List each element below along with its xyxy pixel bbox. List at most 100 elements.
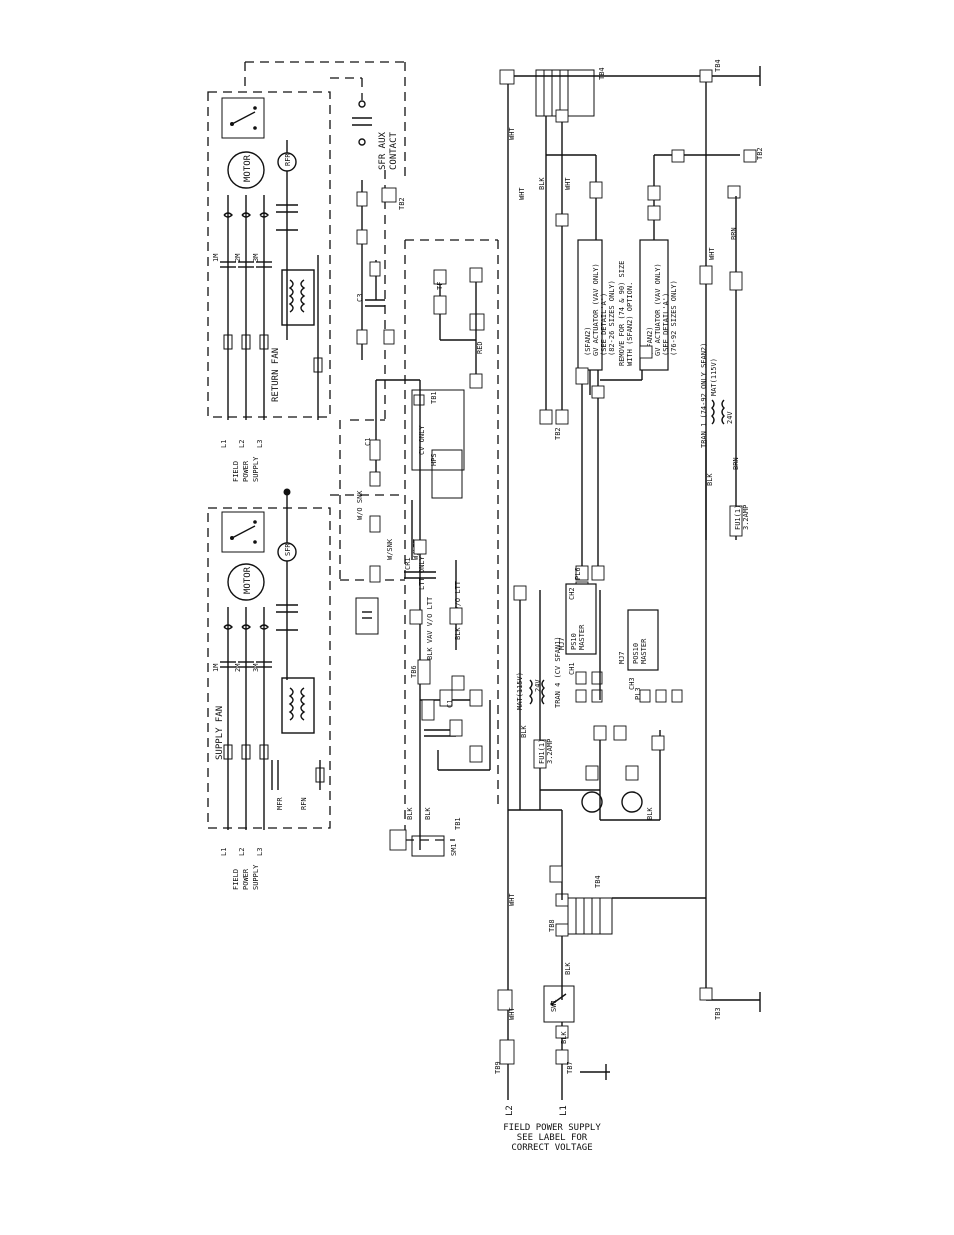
return-overload-icon — [223, 212, 269, 218]
rfr-label: RFR — [284, 153, 292, 166]
supply-l3-label: L3 — [256, 848, 264, 856]
supply-fan-section: MOTOR 1M 2M 3M SFR MFR RFN SUPPLY FAN L1… — [207, 488, 331, 890]
fu2-label: FU1(1) — [538, 739, 546, 764]
sm1-label: SM1 — [450, 843, 458, 856]
sw1-label: SW1 — [550, 999, 558, 1012]
master-label-2: MASTER — [640, 638, 648, 664]
right-control-section: TB4 TB3 TB4 WHT WHT BLK WHT TB2 (SFAN2) … — [494, 59, 764, 1116]
ground-l2-label: L2 — [505, 1105, 515, 1116]
tf-label: TF — [436, 282, 444, 290]
tran1-pri-label: MAT(115V) — [710, 358, 718, 396]
pl6-label: PL6 — [574, 567, 582, 580]
tb4-block-label: TB4 — [598, 67, 606, 80]
actuator-bottom-title: (SFAN2) — [646, 326, 654, 356]
hps-label: HPS — [430, 453, 438, 466]
return-l1-label: L1 — [220, 440, 228, 448]
fu2-rating: 3.2AMP — [546, 739, 554, 764]
sfr-contact-label: CONTACT — [389, 131, 399, 170]
tran1-blk-label: BLK — [706, 473, 714, 486]
tb8-label: TB8 — [548, 919, 556, 932]
blk-label-l1: BLK — [560, 1031, 568, 1044]
wht-label-l2: WHT — [508, 1007, 516, 1020]
tb4-label-top: TB4 — [714, 59, 722, 72]
contactor-3m-label: 3M — [252, 254, 260, 262]
tb4-block — [535, 69, 595, 117]
footer-line2: SEE LABEL FOR — [517, 1133, 588, 1143]
return-l3-label: L3 — [256, 440, 264, 448]
actuator-bottom-line1: GV ACTUATOR (VAV ONLY) — [654, 263, 662, 356]
mj7a-label: MJ7 — [558, 637, 566, 650]
ltt-only-label: LTT ONLY — [418, 555, 426, 590]
tb9-label: TB9 — [494, 1061, 502, 1074]
indicator-blk-label: BLK — [646, 807, 654, 820]
ch2-label: CH2 — [568, 587, 576, 600]
tb1-lower-block — [411, 835, 445, 857]
cr1-label: CR1 — [404, 557, 412, 570]
return-fan-switch-box — [221, 97, 265, 139]
return-field-label: FIELD — [232, 461, 240, 482]
cv-only-label: CV ONLY — [418, 425, 426, 455]
wht-label-upper: WHT — [564, 177, 572, 190]
supply-l1-label: L1 — [220, 848, 228, 856]
supply-3m-label: 3M — [252, 664, 260, 672]
actuator-bottom-line3: (76-92 SIZES ONLY) — [670, 280, 678, 356]
ch1-label: CH1 — [568, 662, 576, 675]
tb1-lower-label: TB1 — [454, 817, 462, 830]
supply-supply-label: SUPPLY — [252, 864, 260, 890]
actuator-bottom-line2: (SEE DETAIL'A') — [662, 293, 670, 356]
tran4-blk-label: BLK — [520, 725, 528, 738]
wht-label-2: WHT — [518, 187, 526, 200]
tb4-lower-label: TB4 — [594, 875, 602, 888]
rfn-label: RFN — [300, 797, 308, 810]
pos10-label: POS10 — [632, 643, 640, 664]
supply-motor-label: MOTOR — [243, 566, 253, 594]
contactor-2m-label: 2M — [234, 254, 242, 262]
fuse-tran1 — [729, 505, 743, 537]
tb2-mid-label: TB2 — [554, 427, 562, 440]
tran1-brn-label: BRN — [732, 457, 740, 470]
supply-fan-motor-icon — [227, 563, 265, 601]
tb6-label: TB6 — [410, 665, 418, 678]
blk-label-lower: BLK — [406, 807, 414, 820]
c3-label: C3 — [356, 294, 364, 302]
c1-lower-label: C1 — [446, 700, 454, 708]
sfr-label: SFR — [284, 543, 292, 556]
fuse-tran4 — [533, 739, 547, 769]
fu1-rating: 3.2AMP — [742, 505, 750, 530]
indicator-24v-a-icon — [581, 791, 603, 813]
wht-label-1: WHT — [508, 127, 516, 140]
tb2-terminal — [499, 69, 515, 85]
footer-line3: CORRECT VOLTAGE — [511, 1143, 592, 1153]
mfr-label: MFR — [276, 797, 284, 810]
tb2-top-label: TB2 — [398, 197, 406, 210]
tb3-label-bottom: TB3 — [714, 1007, 722, 1020]
supply-2m-label: 2M — [234, 664, 242, 672]
supply-fan-title: SUPPLY FAN — [215, 706, 225, 760]
indicator-24v-b-icon — [621, 791, 643, 813]
supply-fan-switch-box — [221, 511, 265, 553]
ps10-label: PS10 — [570, 633, 578, 650]
blk-vav-label: BLK VAV V/O LTT — [426, 596, 434, 660]
tran4-pri-label: MAT(115V) — [516, 672, 524, 710]
supply-transformer-icon — [281, 677, 315, 734]
hps-box — [431, 449, 463, 499]
wht-label-right: WHT — [708, 247, 716, 260]
tran4-label: TRAN 4 (CV SFAN1) — [554, 636, 562, 708]
return-fan-section: MOTOR 1M 2M 3M RFR RETURN FAN L1 L2 — [207, 91, 331, 482]
blk-label-sw: BLK — [564, 962, 572, 975]
supply-overload-icon — [223, 624, 269, 630]
wo-snk-label: W/O SNK — [356, 490, 364, 520]
contactor-1m-label: 1M — [212, 254, 220, 262]
blk-label-lower-2: BLK — [424, 807, 432, 820]
wht-label-mid: WHT — [508, 893, 516, 906]
sfr-aux-contact: SFR AUX CONTACT — [244, 61, 406, 180]
actuator-top-note1: REMOVE FOR (74 & 90) SIZE — [618, 261, 626, 366]
tb3-block — [567, 897, 613, 935]
supply-l2-label: L2 — [238, 848, 246, 856]
master-label-1: MASTER — [578, 624, 586, 650]
actuator-top-title: (SFAN2) — [584, 326, 592, 356]
tb2-right-label: TB2 — [756, 147, 764, 160]
fu1-label: FU1(1) — [734, 505, 742, 530]
tb1-label: TB1 — [430, 391, 438, 404]
